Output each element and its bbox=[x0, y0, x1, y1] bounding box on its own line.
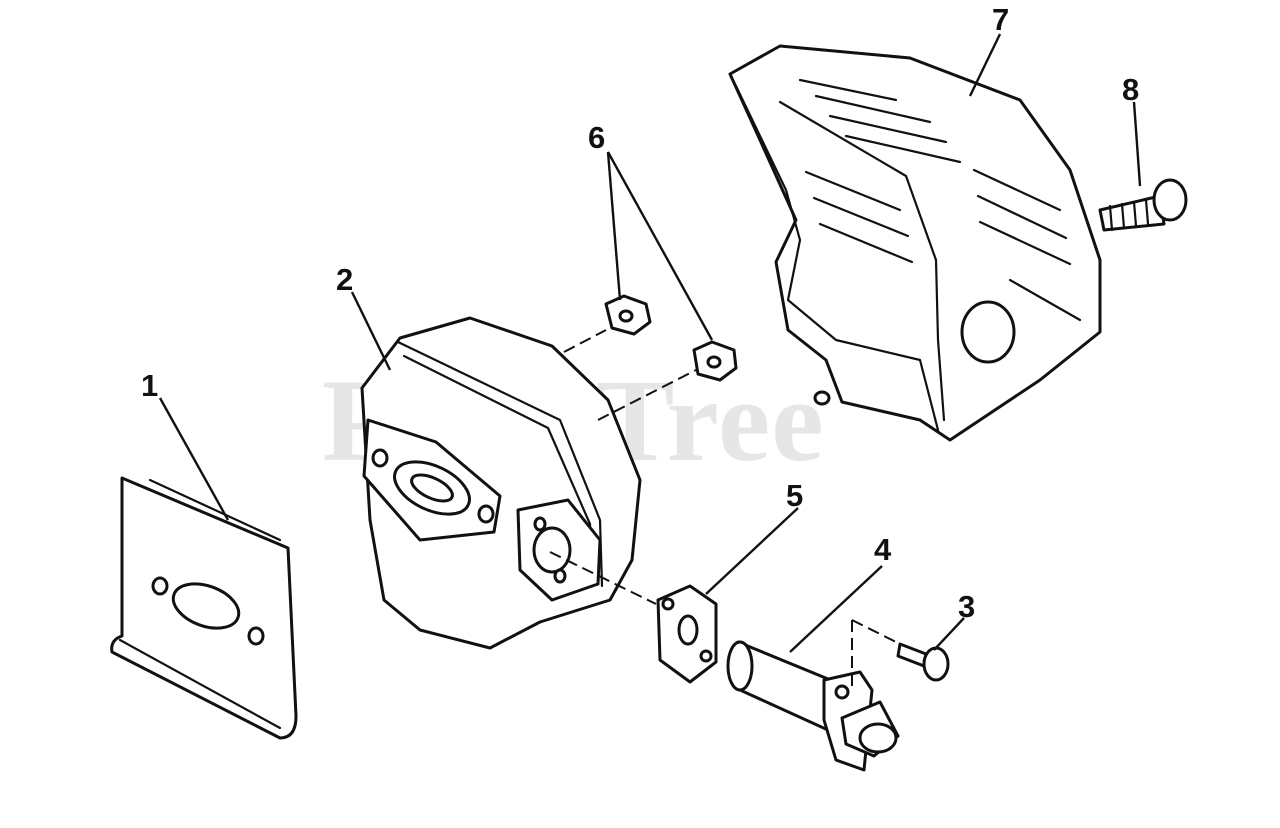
part-2-muffler[interactable] bbox=[360, 316, 642, 650]
callout-4: 4 bbox=[874, 532, 892, 567]
callout-3: 3 bbox=[958, 589, 975, 624]
callout-labels: 1 2 3 4 5 6 7 8 bbox=[141, 2, 1139, 624]
part-3-screw[interactable] bbox=[896, 642, 950, 682]
part-7-heat-shield[interactable] bbox=[728, 44, 1102, 442]
part-1-gasket[interactable] bbox=[110, 476, 298, 740]
leader-lines bbox=[158, 33, 1142, 690]
callout-8: 8 bbox=[1122, 72, 1139, 107]
part-8-bolt[interactable] bbox=[1098, 178, 1188, 232]
callout-7: 7 bbox=[992, 2, 1009, 37]
part-5-gasket[interactable] bbox=[656, 584, 718, 684]
callout-2: 2 bbox=[336, 262, 353, 297]
callout-1: 1 bbox=[141, 368, 158, 403]
part-4-exhaust-pipe[interactable] bbox=[726, 640, 900, 772]
callout-5: 5 bbox=[786, 478, 803, 513]
callout-6: 6 bbox=[588, 120, 605, 155]
part-6-nuts[interactable] bbox=[604, 294, 738, 382]
